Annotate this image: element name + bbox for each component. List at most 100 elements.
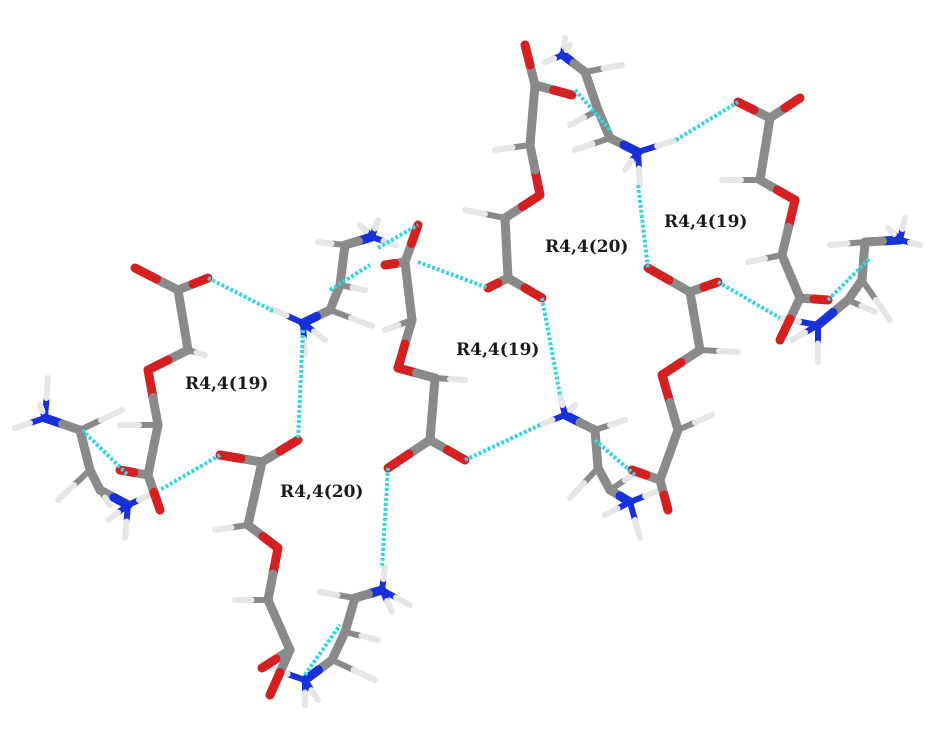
bond-stick (315, 239, 335, 247)
bond-stick (283, 312, 306, 326)
bond-stick (636, 165, 643, 188)
bond-stick (98, 407, 125, 423)
bond-stick (692, 412, 715, 426)
bond-stick (563, 42, 573, 53)
bond-stick (349, 284, 368, 293)
bond-stick (528, 80, 540, 120)
bond-stick (372, 217, 381, 232)
bond-stick (561, 35, 568, 50)
hydrogen-bond (540, 297, 562, 396)
bond-stick (784, 195, 800, 232)
hydrogen-bond (573, 88, 612, 132)
bond-stick (675, 419, 698, 433)
bond-stick (685, 287, 700, 326)
bond-stick (775, 314, 795, 345)
bond-stick (130, 263, 161, 284)
bond-stick (384, 598, 395, 615)
bond-stick (425, 404, 437, 445)
bond-stick (265, 668, 285, 700)
bond-stick (665, 398, 683, 435)
hydrogen-bond (296, 329, 305, 441)
bond-stick (859, 277, 879, 303)
bond-stick (284, 671, 308, 683)
bond-stick (215, 450, 246, 463)
bond-stick (642, 487, 663, 499)
bond-stick (549, 85, 577, 100)
bond-stick (572, 141, 596, 153)
bond-stick (382, 322, 402, 333)
bond-stick (632, 517, 643, 541)
bond-stick (745, 255, 768, 265)
bond-stick (716, 348, 741, 355)
bond-stick (380, 259, 400, 270)
bond-stick (907, 239, 923, 248)
hydrogen-bond (716, 280, 782, 320)
hydrogen-bond (464, 423, 541, 462)
bond-stick (102, 494, 113, 508)
bond-stick (520, 40, 535, 70)
bond-stick (380, 565, 388, 582)
bond-stick (393, 594, 413, 608)
hydrogen-bond (328, 263, 372, 292)
hydrogen-bond (636, 184, 650, 269)
bond-stick (407, 220, 423, 248)
bond-stick (885, 225, 897, 237)
bond-stick (733, 97, 759, 115)
bond-stick (383, 449, 414, 473)
bond-stick (607, 417, 628, 428)
bond-stick (813, 308, 838, 330)
bond-stick (257, 654, 281, 673)
bond-stick (699, 277, 723, 292)
bond-stick (447, 376, 468, 383)
hydrogen-bond (303, 623, 342, 677)
bond-stick (71, 467, 93, 488)
ring-label-left: R4,4(19) (185, 374, 269, 394)
bond-stick (537, 417, 556, 428)
bond-stick (243, 489, 260, 530)
bond-stick (697, 347, 722, 354)
bond-stick (780, 93, 805, 113)
hydrogen-bond (80, 428, 130, 477)
bond-stick (148, 393, 163, 430)
bond-stick (622, 158, 635, 173)
bond-stick (760, 113, 775, 154)
bond-stick (77, 417, 104, 433)
bond-stick (502, 243, 513, 283)
bond-stick (55, 482, 77, 503)
bond-stick (500, 213, 511, 253)
bond-stick (275, 435, 303, 456)
bond-stick (602, 505, 621, 518)
bond-stick (635, 143, 660, 155)
bond-stick (37, 402, 46, 415)
bond-stick (482, 211, 508, 221)
bond-stick (520, 283, 547, 303)
bond-stick (173, 285, 188, 325)
bond-stick (542, 55, 557, 65)
bond-stick (308, 687, 321, 703)
hydrogen-bond (380, 467, 390, 569)
hydrogen-bond (417, 260, 489, 290)
bond-stick (250, 457, 267, 498)
ring-label-bottom-center: R4,4(20) (280, 482, 364, 502)
bond-stick (809, 294, 833, 305)
bond-stick (143, 365, 158, 402)
bond-stick (357, 222, 369, 234)
bond-stick (600, 62, 625, 72)
bond-stick (212, 524, 235, 533)
hydrogen-bond (158, 453, 222, 492)
bond-stick (12, 420, 33, 431)
bond-stick (690, 316, 705, 355)
bond-stick (43, 375, 51, 401)
ring-label-center: R4,4(19) (456, 340, 540, 360)
bond-stick (400, 257, 413, 296)
bond-stick (627, 499, 638, 523)
bond-stick (136, 492, 153, 503)
bond-stick (327, 307, 354, 321)
bond-stick (350, 667, 378, 683)
bond-stick (827, 240, 851, 248)
bond-stick (274, 620, 295, 655)
bond-stick (607, 477, 628, 493)
bond-stick (178, 315, 193, 355)
bond-stick (329, 657, 357, 673)
bond-stick (462, 207, 488, 217)
